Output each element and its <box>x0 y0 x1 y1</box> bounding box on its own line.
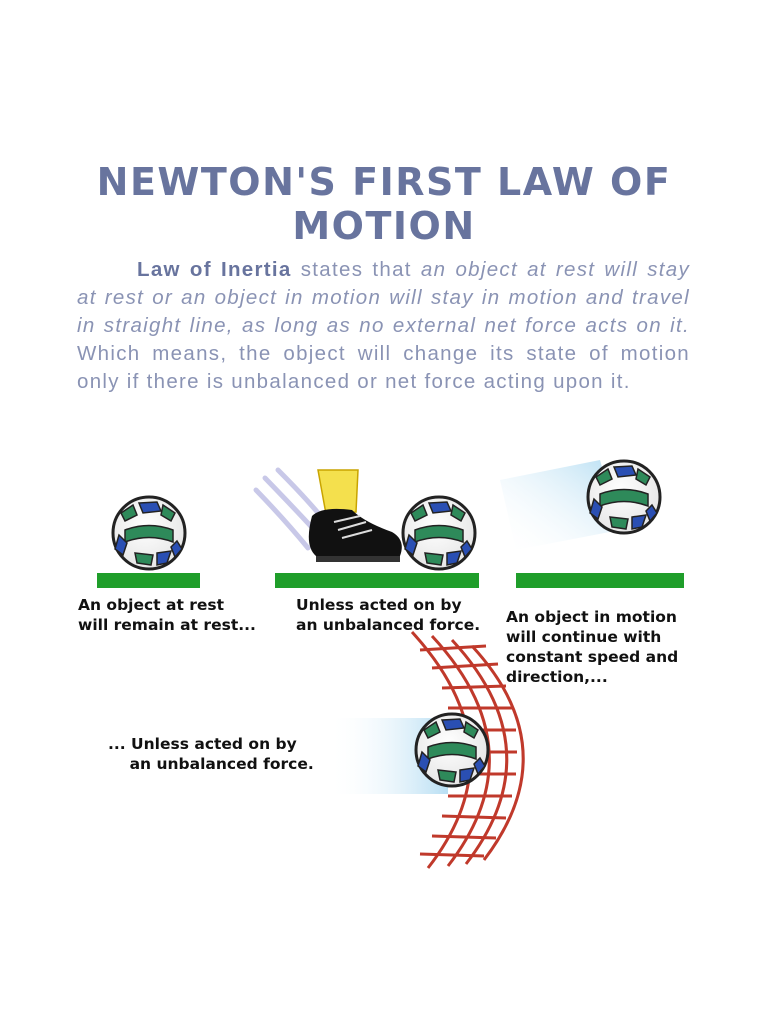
illustration-drawing <box>97 459 684 869</box>
law-term: Law of Inertia <box>137 258 292 281</box>
ball-at-rest <box>111 495 187 571</box>
ground-motion <box>516 573 684 588</box>
law-explanation: Which means, the object will change its … <box>77 342 690 393</box>
law-definition: an object at rest will stay at rest or a… <box>77 258 691 337</box>
ball-kicked <box>401 495 477 571</box>
caption-rest: An object at rest will remain at rest... <box>78 596 256 634</box>
kicking-foot <box>308 469 402 562</box>
caption-net: ... Unless acted on by an unbalanced for… <box>108 735 314 773</box>
ball-in-motion <box>586 459 662 535</box>
ground-rest <box>97 573 200 588</box>
page-title: NEWTON'S FIRST LAW OF MOTION <box>96 160 672 248</box>
ball-into-net <box>414 712 490 788</box>
law-paragraph: Law of Inertia states that an object at … <box>77 256 690 396</box>
law-connector: states that <box>300 258 412 281</box>
inertia-illustration: An object at rest will remain at rest...… <box>60 450 720 880</box>
caption-force: Unless acted on by an unbalanced force. <box>296 596 481 634</box>
caption-motion: An object in motion will continue with c… <box>506 608 679 686</box>
ground-kick <box>275 573 479 588</box>
